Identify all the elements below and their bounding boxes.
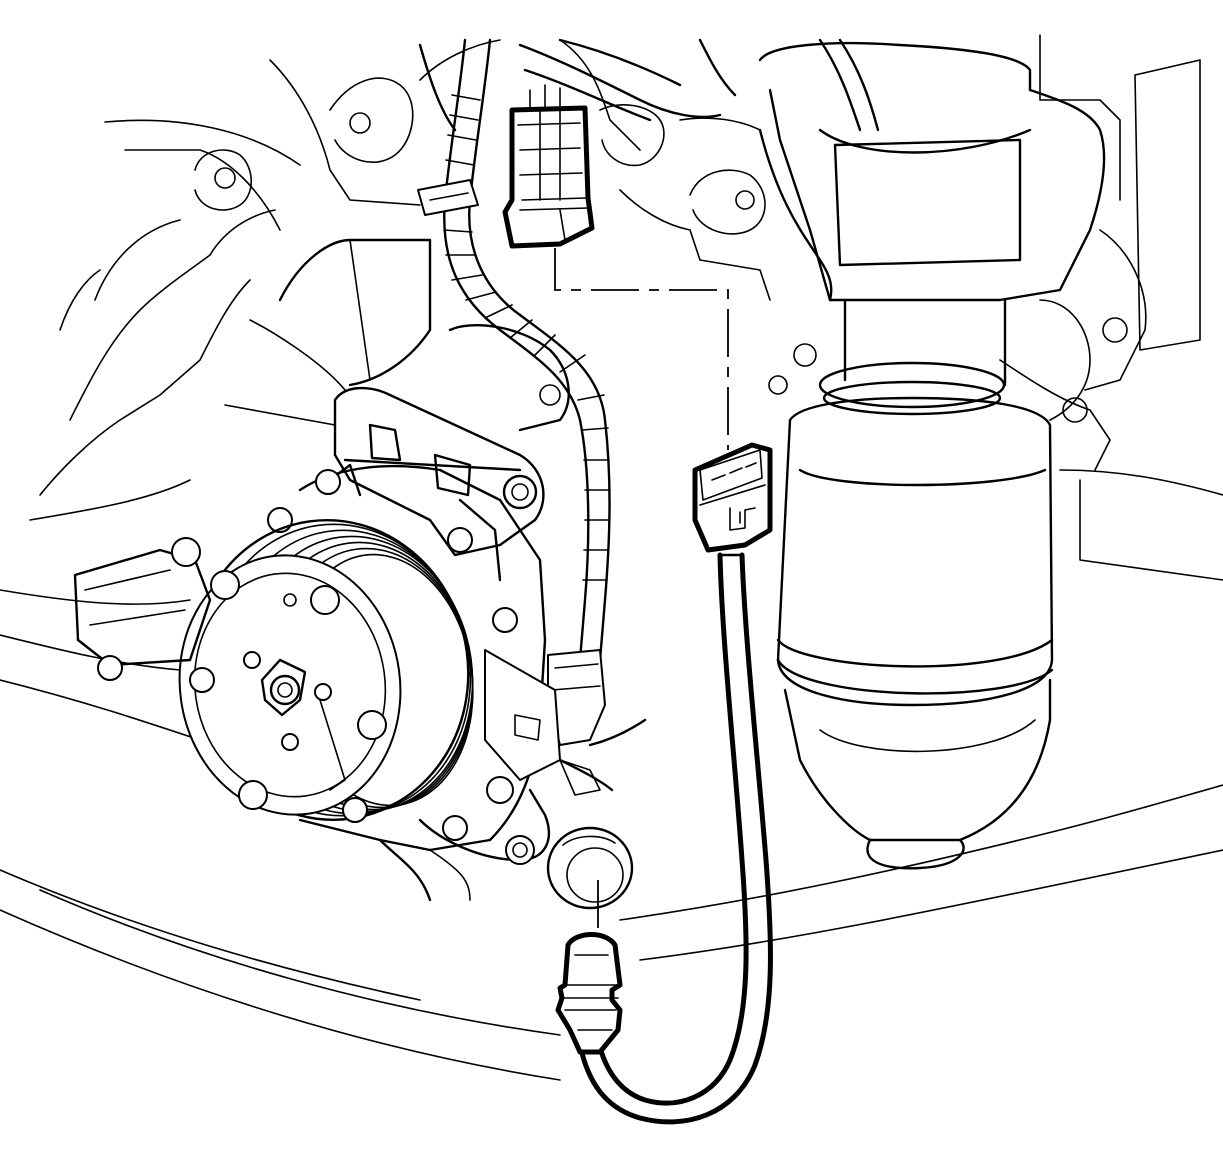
- engine-wiring-harness: [417, 38, 880, 662]
- heated-oxygen-sensor[interactable]: [555, 932, 623, 1055]
- engine-block-outline: [0, 34, 1223, 1081]
- compressor-mounting-bracket: [224, 238, 570, 557]
- engine-harness-connector[interactable]: [502, 84, 595, 249]
- oxygen-sensor-lead-wire-outer: [577, 552, 773, 1125]
- harness-routing-leader-line: [554, 248, 729, 450]
- sensor-mounting-hole: [546, 826, 634, 930]
- oxygen-sensor-connector[interactable]: [692, 442, 773, 553]
- ac-compressor: [73, 458, 647, 902]
- catalytic-converter: [758, 41, 1106, 870]
- compressor-clutch-plate: [178, 554, 402, 823]
- oxygen-sensor-lead-wire: [595, 552, 749, 1106]
- compressor-bolts: [267, 469, 535, 865]
